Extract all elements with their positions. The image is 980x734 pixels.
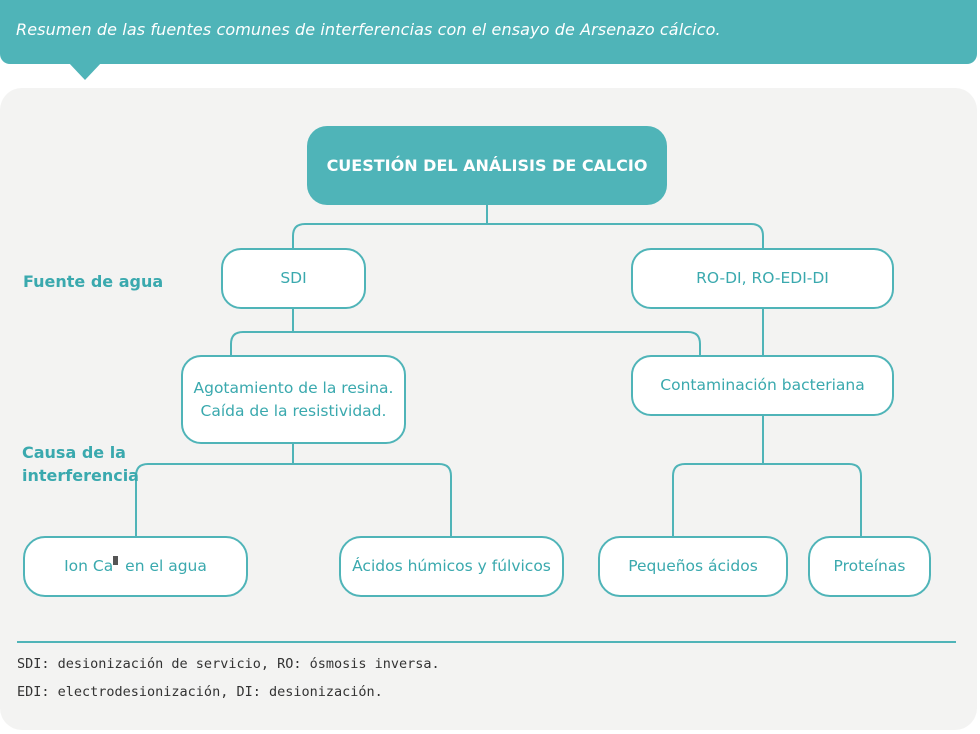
node-ca-ion-label: Ion Ca en el agua — [64, 555, 207, 578]
node-resin-depletion: Agotamiento de la resina. Caída de la re… — [181, 355, 406, 444]
connector-sdi — [230, 309, 701, 355]
root-label: CUESTIÓN DEL ANÁLISIS DE CALCIO — [326, 156, 648, 175]
row-label-interference-cause: Causa de la interferencia — [22, 441, 142, 487]
node-resin-line2: Caída de la resistividad. — [200, 401, 387, 420]
caption-text: Resumen de las fuentes comunes de interf… — [16, 20, 721, 39]
footnote-divider — [17, 641, 956, 643]
row-label-water-source-text: Fuente de agua — [23, 272, 164, 291]
connector-root — [292, 205, 764, 248]
footnote-line-1: SDI: desionización de servicio, RO: ósmo… — [17, 656, 440, 672]
connector-bacterial — [672, 416, 862, 536]
node-resin-line1: Agotamiento de la resina. — [193, 378, 394, 397]
row-label-water-source: Fuente de agua — [23, 270, 163, 293]
ca-ion-suffix: en el agua — [120, 557, 207, 575]
node-ca-ion: Ion Ca en el agua — [23, 536, 248, 597]
root-node: CUESTIÓN DEL ANÁLISIS DE CALCIO — [307, 126, 667, 205]
node-ro-di: RO-DI, RO-EDI-DI — [631, 248, 894, 309]
node-bacterial-label: Contaminación bacteriana — [660, 376, 865, 394]
footnote-line-2: EDI: electrodesionización, DI: desioniza… — [17, 684, 383, 700]
node-proteins-label: Proteínas — [833, 557, 906, 575]
caption-banner: Resumen de las fuentes comunes de interf… — [0, 0, 977, 64]
node-proteins: Proteínas — [808, 536, 931, 597]
node-bacterial-contamination: Contaminación bacteriana — [631, 355, 894, 416]
node-small-acids: Pequeños ácidos — [598, 536, 788, 597]
caption-pointer — [68, 62, 102, 80]
node-small-acids-label: Pequeños ácidos — [628, 557, 758, 575]
row-label-interference-cause-text: Causa de la interferencia — [22, 443, 139, 485]
node-humic-acids: Ácidos húmicos y fúlvicos — [339, 536, 564, 597]
ca-ion-prefix: Ion Ca — [64, 557, 114, 575]
node-humic-label: Ácidos húmicos y fúlvicos — [352, 557, 551, 575]
connector-resin — [135, 444, 452, 536]
superscript-mark — [113, 556, 119, 565]
node-sdi: SDI — [221, 248, 366, 309]
node-ro-di-label: RO-DI, RO-EDI-DI — [696, 269, 829, 287]
node-sdi-label: SDI — [280, 269, 307, 287]
